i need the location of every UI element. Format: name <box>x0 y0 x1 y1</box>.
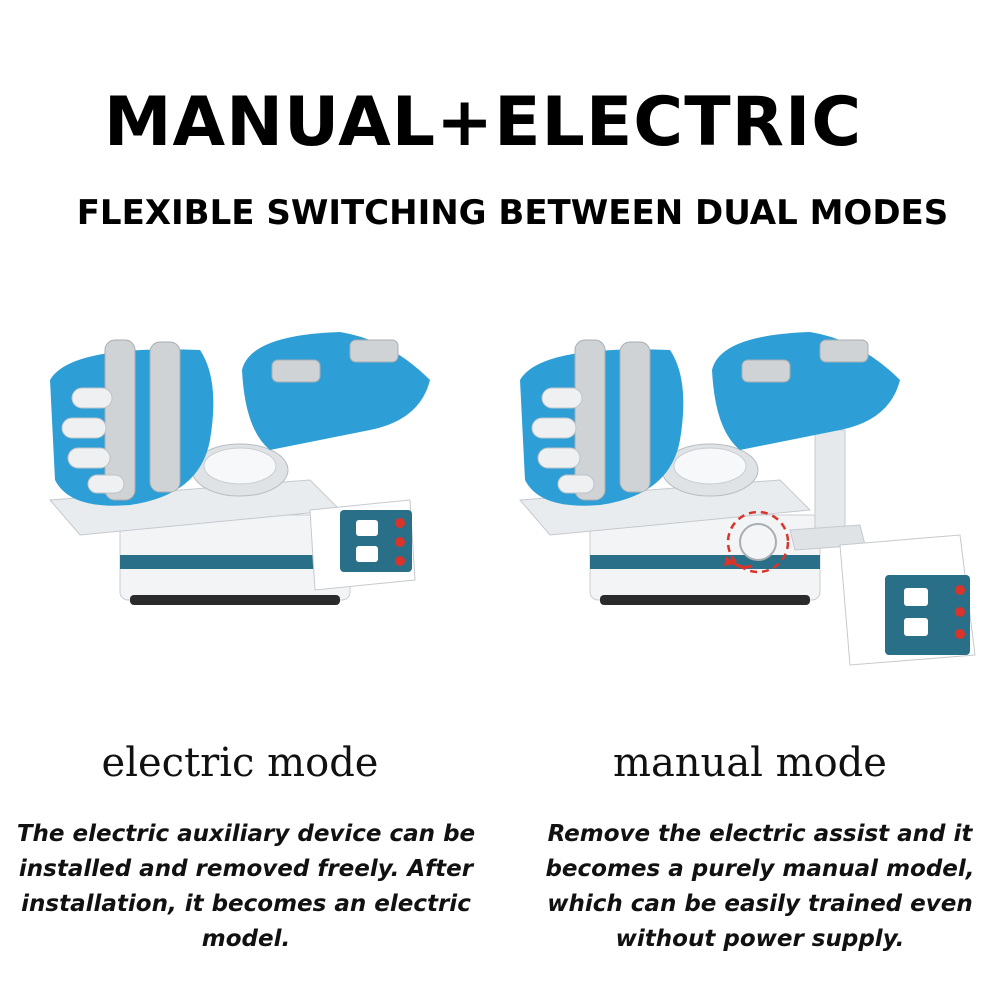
page-subtitle: FLEXIBLE SWITCHING BETWEEN DUAL MODES <box>76 193 949 233</box>
manual-mode-description: Remove the electric assist and it become… <box>545 821 975 952</box>
manual-mode-title: manual mode <box>613 740 887 786</box>
electric-mode-title: electric mode <box>101 740 379 786</box>
electric-mode-description: The electric auxiliary device can be ins… <box>16 821 476 952</box>
manual-mode-device-illustration <box>518 332 976 666</box>
electric-mode-device-illustration <box>48 332 430 605</box>
page-title: MANUAL+ELECTRIC <box>103 83 863 162</box>
